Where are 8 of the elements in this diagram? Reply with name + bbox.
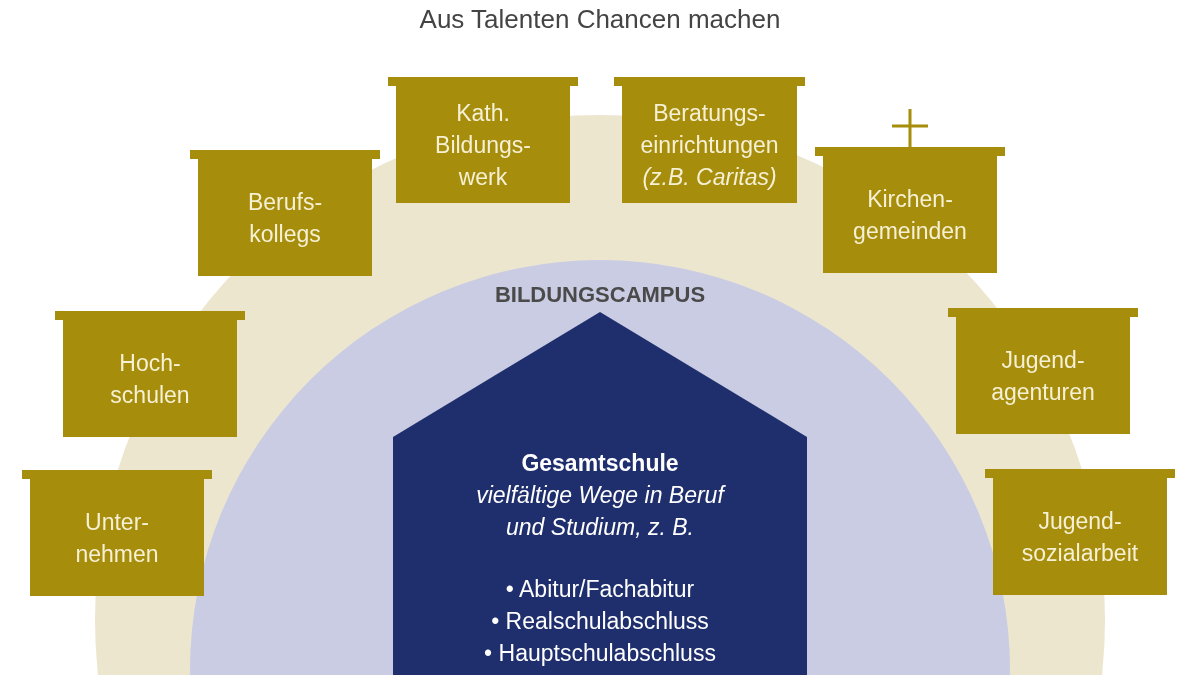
house-heading: Gesamtschule xyxy=(521,449,679,478)
campus-heading: BILDUNGSCAMPUS xyxy=(493,282,707,308)
house-shape xyxy=(393,312,807,675)
house-subtitle: vielfältige Wege in Beruf und Studium, z. B. xyxy=(475,481,727,542)
list-item: • Hauptschulabschluss xyxy=(484,639,716,668)
list-item: • Realschulabschluss xyxy=(491,607,709,636)
diagram-title: Aus Talenten Chancen machen xyxy=(419,4,781,35)
list-item: • Abitur/Fachabitur xyxy=(505,575,695,604)
